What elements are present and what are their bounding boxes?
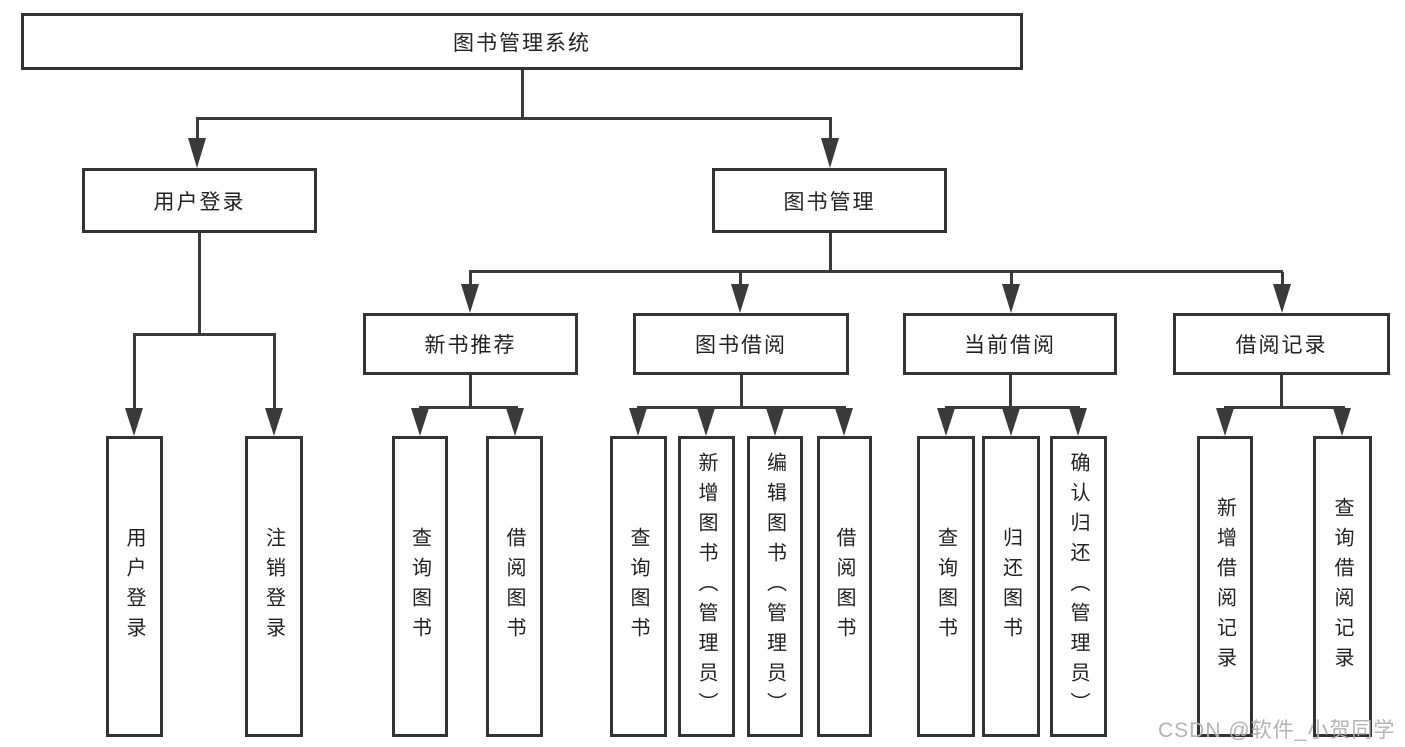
connector-userlogin-drop-left <box>133 335 136 409</box>
connector-bookmgmt-drop-1 <box>469 272 472 284</box>
connector-bookmgmt-drop-4 <box>1281 272 1284 284</box>
connector-userlogin-rail <box>133 333 276 336</box>
arrow-down-icon <box>766 408 784 436</box>
node-new-book-recommend: 新书推荐 <box>363 313 578 375</box>
connector-root-stem <box>521 70 524 118</box>
node-user-login: 用户登录 <box>82 168 317 233</box>
leaf-recommend-query-books: 查询图书 <box>392 436 448 737</box>
node-book-borrow: 图书借阅 <box>633 313 849 375</box>
arrow-down-icon <box>411 408 429 436</box>
arrow-down-icon <box>1333 408 1351 436</box>
connector-root-drop-right <box>829 119 832 140</box>
arrow-down-icon <box>697 408 715 436</box>
node-library-management-system: 图书管理系统 <box>21 13 1023 70</box>
leaf-borrow-query-books: 查询图书 <box>610 436 667 737</box>
connector-root-drop-left <box>196 119 199 140</box>
arrow-down-icon <box>461 284 479 313</box>
arrow-down-icon <box>1002 408 1020 436</box>
connector-bookmgmt-drop-3 <box>1010 272 1013 284</box>
leaf-add-book-admin: 新增图书（管理员） <box>678 436 735 737</box>
arrow-down-icon <box>1069 408 1087 436</box>
leaf-recommend-borrow-books: 借阅图书 <box>486 436 543 737</box>
arrow-down-icon <box>125 408 143 436</box>
connector-borrow-stem <box>740 375 743 408</box>
arrow-down-icon <box>731 284 749 313</box>
arrow-down-icon <box>937 408 955 436</box>
node-book-management: 图书管理 <box>712 168 947 233</box>
leaf-logout: 注销登录 <box>245 436 303 737</box>
connector-bookmgmt-drop-2 <box>739 272 742 284</box>
connector-recommend-rail <box>419 406 518 409</box>
connector-current-rail <box>945 406 1080 409</box>
arrow-down-icon <box>1002 284 1020 313</box>
connector-root-rail <box>196 117 832 120</box>
leaf-query-borrow-record: 查询借阅记录 <box>1313 436 1372 737</box>
watermark-text: CSDN @软件_小贺同学 <box>1158 719 1396 742</box>
arrow-down-icon <box>821 138 839 168</box>
arrow-down-icon <box>629 408 647 436</box>
arrow-down-icon <box>506 408 524 436</box>
node-current-borrow: 当前借阅 <box>903 313 1117 375</box>
leaf-edit-book-admin: 编辑图书（管理员） <box>747 436 803 737</box>
connector-records-stem <box>1280 375 1283 408</box>
arrow-down-icon <box>188 138 206 168</box>
arrow-down-icon <box>835 408 853 436</box>
connector-bookmgmt-stem <box>829 233 832 272</box>
leaf-current-query-books: 查询图书 <box>917 436 975 737</box>
connector-recommend-stem <box>469 375 472 408</box>
leaf-confirm-return-admin: 确认归还（管理员） <box>1050 436 1107 737</box>
leaf-borrow-books: 借阅图书 <box>817 436 872 737</box>
arrow-down-icon <box>1216 408 1234 436</box>
connector-borrow-rail <box>637 406 846 409</box>
connector-userlogin-drop-right <box>273 335 276 409</box>
connector-records-rail <box>1224 406 1345 409</box>
leaf-add-borrow-record: 新增借阅记录 <box>1197 436 1253 737</box>
connector-current-stem <box>1009 375 1012 408</box>
connector-bookmgmt-rail <box>469 270 1283 273</box>
node-borrow-records: 借阅记录 <box>1173 313 1390 375</box>
arrow-down-icon <box>1273 284 1291 313</box>
leaf-return-books: 归还图书 <box>982 436 1040 737</box>
connector-userlogin-stem <box>198 233 201 336</box>
leaf-user-login: 用户登录 <box>106 436 163 737</box>
arrow-down-icon <box>265 408 283 436</box>
